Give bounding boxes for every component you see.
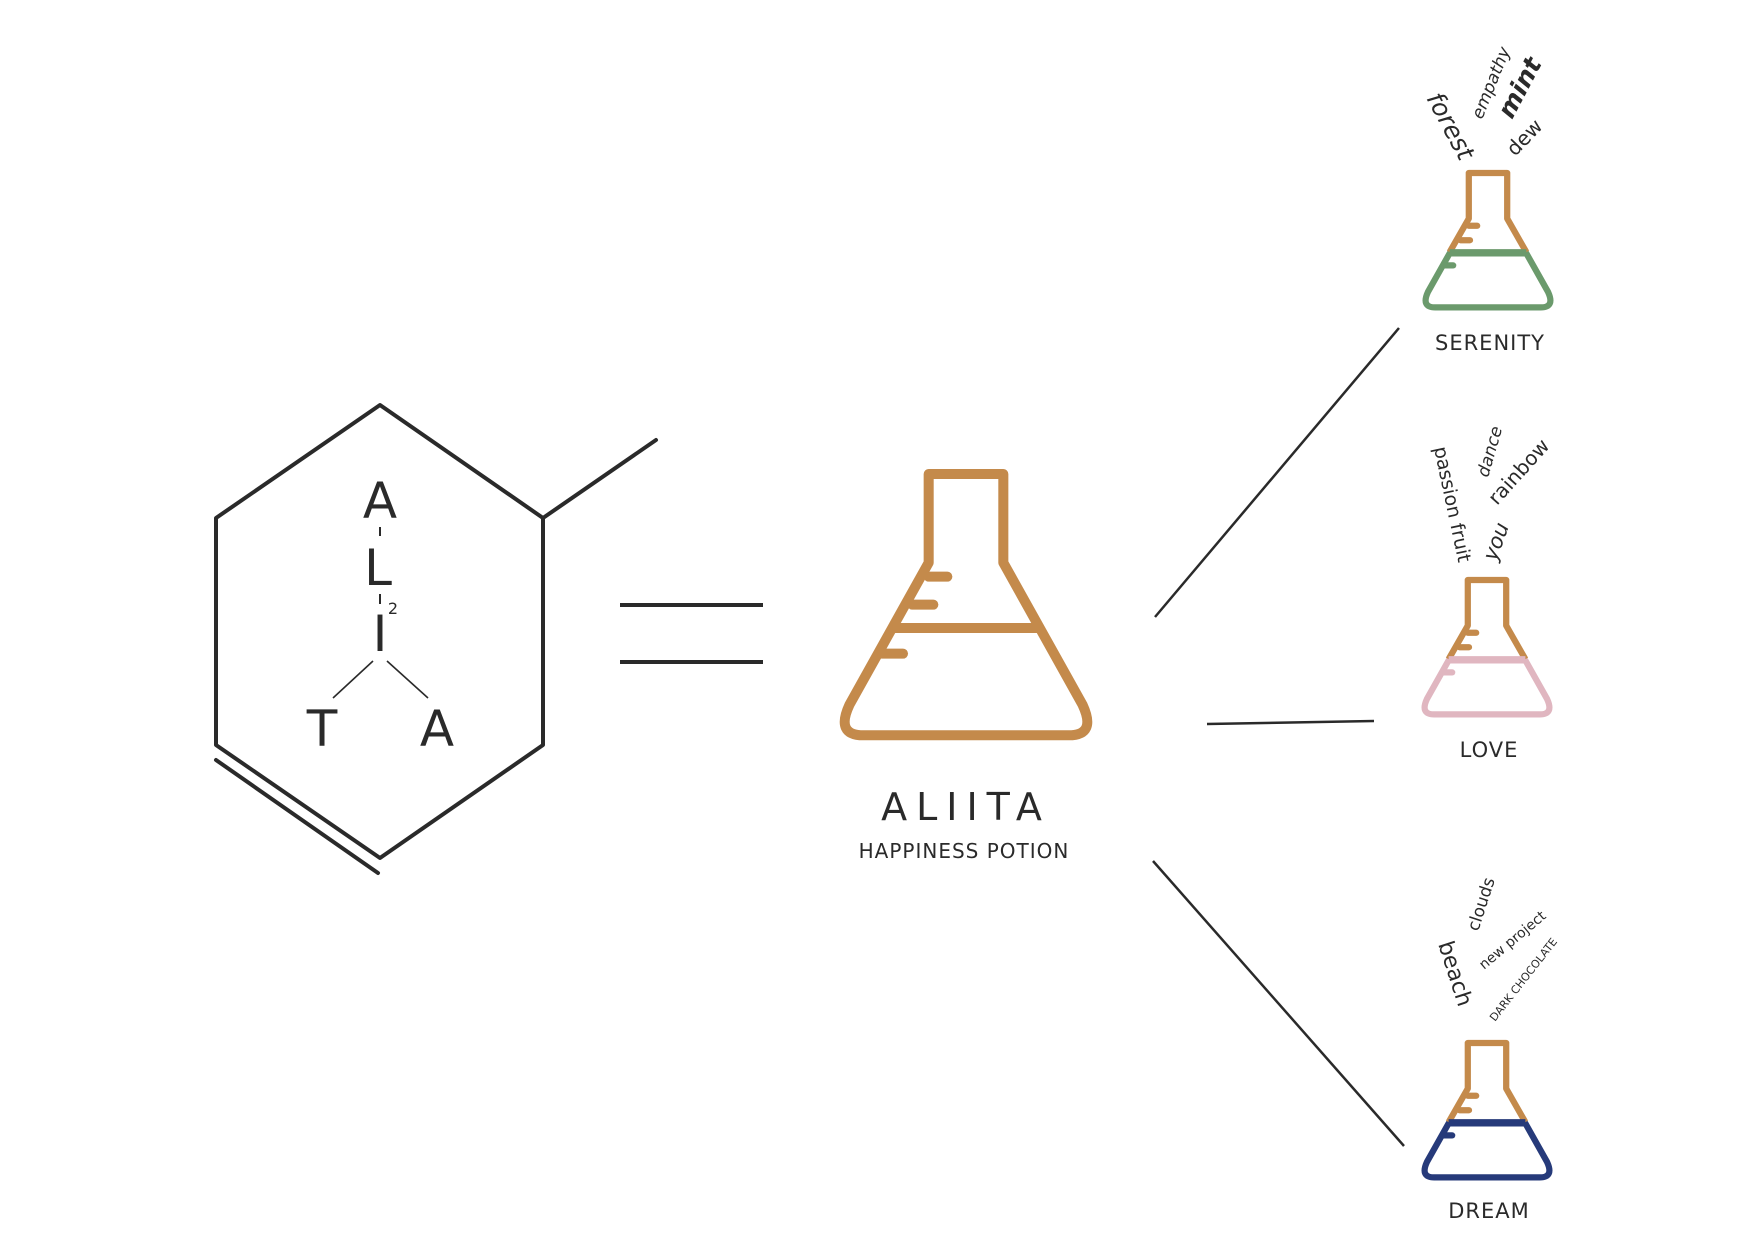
branch-to-serenity (1154, 327, 1400, 618)
dream-flask-icon (1421, 1039, 1553, 1181)
molecule-letter-right: A (420, 700, 454, 758)
center-subtitle: HAPPINESS POTION (859, 839, 1070, 863)
dream-word-clouds: clouds (1464, 875, 1500, 934)
love-flask-icon (1421, 576, 1553, 718)
dream-word-beach: beach (1432, 938, 1476, 1009)
dream-words: beach clouds new project DARK CHOCOLATE (1432, 875, 1560, 1024)
hexagon-double-bond (214, 758, 380, 875)
serenity-flask-icon (1422, 169, 1554, 311)
love-word-you: you (1478, 519, 1514, 564)
serenity-word-dew: dew (1501, 114, 1547, 160)
equals-sign (620, 603, 763, 664)
serenity-word-forest: forest (1421, 87, 1481, 166)
hexagon-substituent-bond (541, 438, 658, 520)
branch-to-love (1206, 719, 1375, 726)
branch-lines (1152, 327, 1405, 1147)
center-title: ALIITA (881, 785, 1051, 829)
molecule-letter-lower: I (373, 605, 388, 663)
flask-icon (839, 468, 1093, 741)
serenity-words: forest empathy mint dew (1421, 43, 1548, 166)
branch-to-dream (1152, 860, 1405, 1147)
love-word-passion-fruit: passion fruit (1429, 444, 1475, 564)
bond-i-t (332, 660, 374, 699)
love-words: passion fruit dance rainbow you (1429, 424, 1554, 565)
serenity-label: SERENITY (1435, 331, 1545, 355)
love-label: LOVE (1460, 738, 1519, 762)
molecule-letter-middle: L (364, 539, 392, 597)
molecule-subscript: 2 (388, 599, 398, 618)
molecule-letter-top: A (363, 472, 397, 530)
dream-label: DREAM (1448, 1199, 1530, 1223)
bond-i-a (386, 660, 429, 699)
molecule-letter-left: T (306, 700, 338, 758)
molecule-structure: A L 2 I T A (214, 403, 658, 875)
